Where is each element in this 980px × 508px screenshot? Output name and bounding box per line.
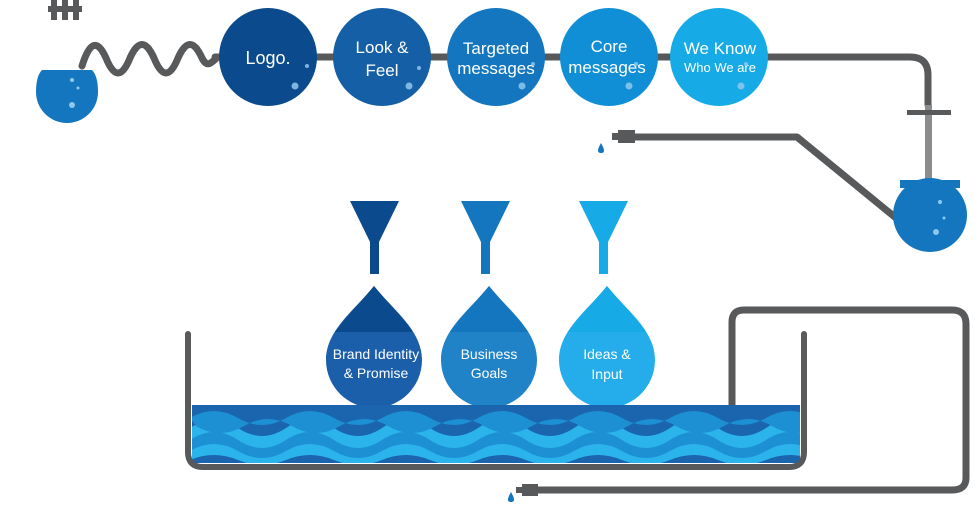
drop-business-line1: Business [461, 346, 518, 362]
circle-look-feel-line1: Look & [356, 38, 410, 57]
circle-targeted-line1: Targeted [463, 39, 529, 58]
circle-we-know-line2: Who We are [684, 60, 756, 75]
drop-business-goals: Business Goals [441, 286, 537, 408]
drop-ideas-line1: Ideas & [583, 346, 631, 362]
right-feed-pipe [766, 53, 932, 109]
drop-business-line2: Goals [471, 365, 508, 381]
circle-logo: Logo. [219, 8, 317, 106]
circle-logo-label: Logo. [245, 48, 290, 68]
circle-we-know: We Know Who We are [670, 8, 768, 106]
stand-icon [48, 0, 82, 20]
circle-look-feel: Look & Feel [333, 8, 431, 106]
drip-bottom [508, 492, 514, 502]
tank-return-pipe [530, 306, 970, 494]
flask-stem [925, 105, 932, 190]
faucet-bottom-tip [516, 487, 524, 493]
right-flask [893, 178, 967, 252]
tank-water [192, 405, 800, 463]
funnel-2 [461, 201, 510, 274]
flask-valve-bar [907, 110, 951, 115]
circle-targeted-messages: Targeted messages [447, 8, 545, 106]
circle-we-know-line1: We Know [684, 39, 757, 58]
faucet-bottom [522, 484, 538, 496]
drop-brand-identity: Brand Identity & Promise [326, 286, 422, 408]
faucet-top-tip [612, 133, 620, 140]
coil-pipe [78, 41, 222, 77]
drop-brand-line1: Brand Identity [333, 346, 419, 362]
faucet-top [618, 130, 635, 143]
circle-core-line1: Core [591, 37, 628, 56]
outlet-pipe-top [628, 133, 900, 222]
drop-ideas-input: Ideas & Input [559, 286, 655, 408]
circle-core-messages: Core messages [560, 8, 658, 106]
drop-brand-line2: & Promise [344, 365, 409, 381]
drop-ideas-line2: Input [591, 366, 622, 382]
drip-top [598, 143, 604, 153]
funnel-1 [350, 201, 399, 274]
circle-look-feel-line2: Feel [365, 61, 398, 80]
circle-targeted-line2: messages [457, 59, 534, 78]
tank [185, 331, 807, 470]
left-flask [36, 70, 98, 123]
funnel-3 [579, 201, 628, 274]
circle-core-line2: messages [568, 58, 645, 77]
